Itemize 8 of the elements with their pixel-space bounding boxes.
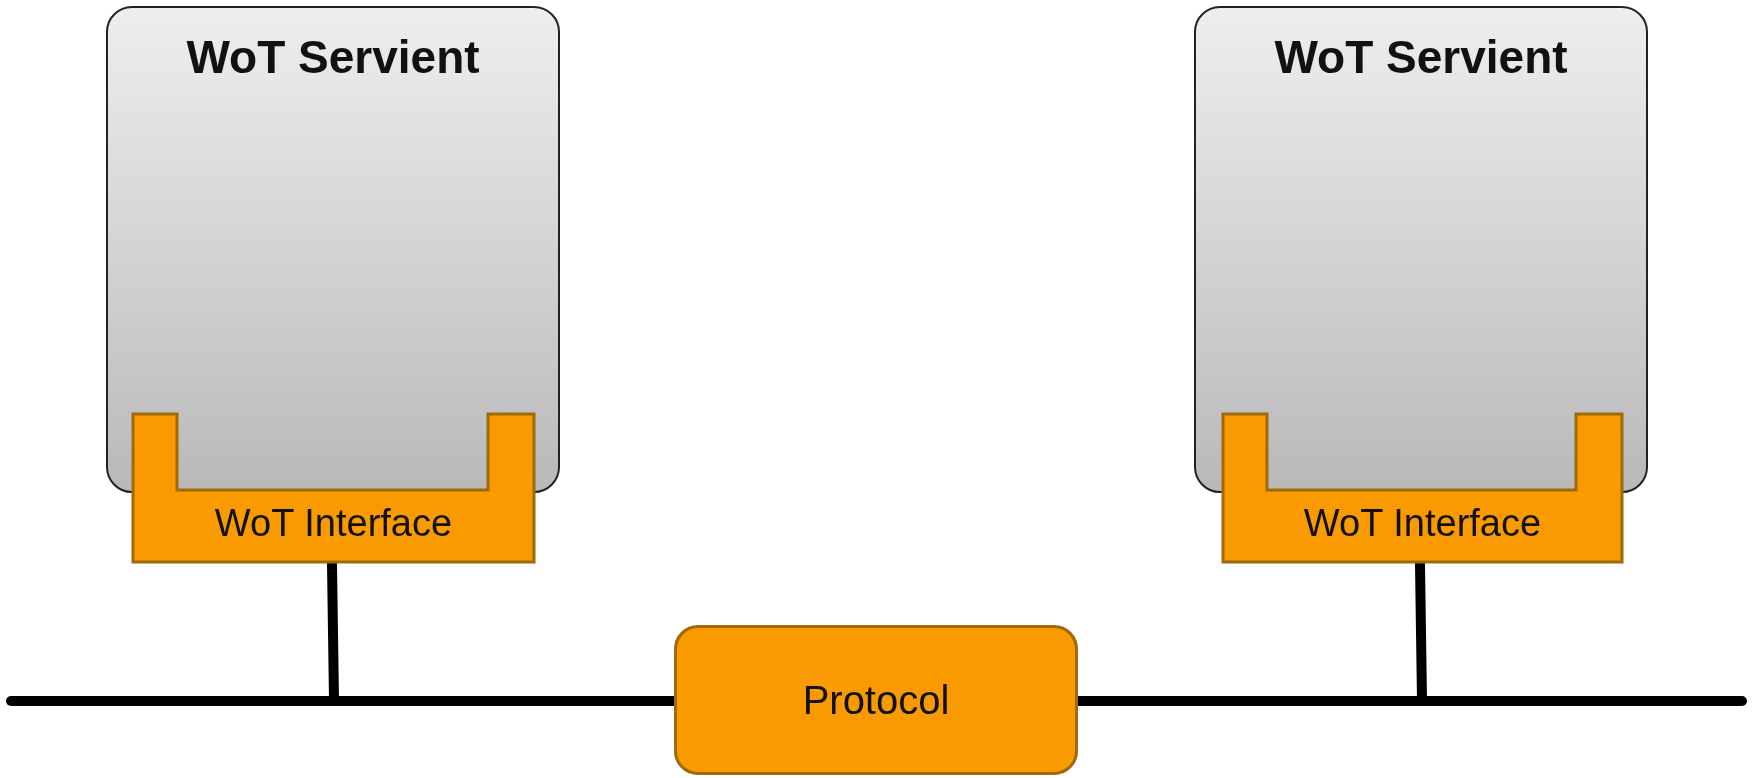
servient-title: WoT Servient (1273, 30, 1569, 84)
servient-title: WoT Servient (185, 30, 481, 84)
servient-box (106, 6, 560, 493)
protocol-box (674, 625, 1078, 775)
protocol-label: Protocol (802, 677, 950, 723)
servient-box (1194, 6, 1648, 493)
interface-label: WoT Interface (213, 502, 454, 545)
interface-label: WoT Interface (1302, 502, 1543, 545)
